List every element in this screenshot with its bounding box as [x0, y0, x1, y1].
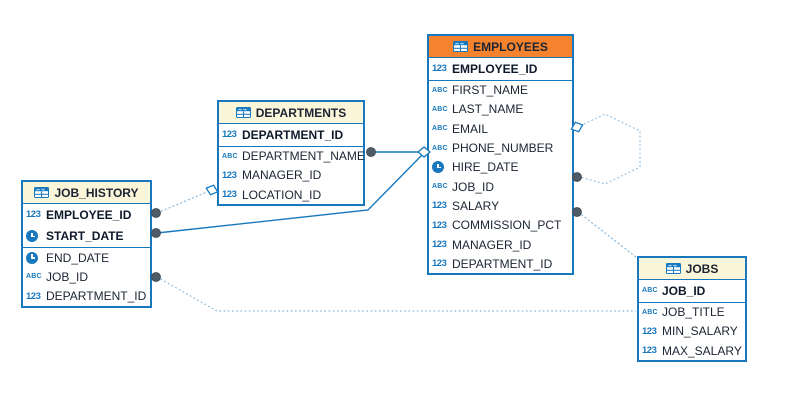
123-icon: 123 — [26, 290, 41, 302]
column-row[interactable]: 123 DEPARTMENT_ID — [219, 124, 363, 146]
column-row[interactable]: ABC JOB_ID — [639, 280, 745, 302]
table-title: DEPARTMENTS — [255, 105, 347, 120]
relationship-line-employees-self-reference[interactable] — [579, 113, 641, 185]
column-name: HIRE_DATE — [452, 160, 519, 175]
column-name: LAST_NAME — [452, 102, 524, 117]
column-row[interactable]: 123 MANAGER_ID — [429, 235, 572, 254]
column-name: JOB_TITLE — [662, 305, 725, 320]
column-row[interactable]: START_DATE — [23, 226, 150, 248]
column-name: MANAGER_ID — [452, 237, 532, 252]
clock-icon — [26, 251, 46, 264]
123-icon: 123 — [642, 345, 657, 357]
column-name: DEPARTMENT_ID — [242, 127, 344, 142]
123-icon: 123 — [26, 209, 41, 221]
table-header[interactable]: JOBS — [639, 258, 745, 280]
123-icon: 123 — [222, 129, 237, 141]
table-icon — [235, 107, 251, 118]
column-row[interactable]: ABC DEPARTMENT_NAME — [219, 147, 365, 166]
abc-icon: ABC — [432, 86, 448, 94]
column-name: EMPLOYEE_ID — [46, 207, 132, 222]
column-name: JOB_ID — [452, 179, 495, 194]
123-icon: 123 — [432, 63, 447, 75]
column-name: MANAGER_ID — [242, 168, 322, 183]
table-employees[interactable]: EMPLOYEES 123 EMPLOYEE_ID ABC FIRST_NAME… — [427, 34, 574, 276]
column-name: START_DATE — [46, 229, 124, 244]
column-name: JOB_ID — [46, 269, 89, 284]
table-header[interactable]: JOB_HISTORY — [23, 182, 150, 204]
abc-icon: ABC — [642, 308, 658, 316]
column-name: COMMISSION_PCT — [452, 218, 562, 233]
abc-icon: ABC — [432, 105, 448, 113]
column-row[interactable]: 123 MAX_SALARY — [639, 341, 745, 360]
column-row[interactable]: ABC PHONE_NUMBER — [429, 138, 572, 157]
column-name: DEPARTMENT_NAME — [242, 149, 365, 164]
column-row[interactable]: ABC LAST_NAME — [429, 100, 572, 119]
abc-icon: ABC — [432, 183, 448, 191]
column-name: PHONE_NUMBER — [452, 141, 554, 156]
column-row[interactable]: 123 SALARY — [429, 196, 572, 215]
table-icon — [453, 41, 469, 52]
clock-icon — [432, 161, 452, 174]
column-name: SALARY — [452, 198, 500, 213]
column-row[interactable]: 123 MIN_SALARY — [639, 322, 745, 341]
endpoint-circle — [151, 208, 161, 218]
column-row[interactable]: END_DATE — [23, 248, 150, 267]
relationship-line-employees-jobs[interactable] — [577, 211, 637, 258]
table-departments[interactable]: DEPARTMENTS 123 DEPARTMENT_ID ABC DEPART… — [217, 100, 365, 207]
column-name: DEPARTMENT_ID — [452, 256, 553, 271]
column-name: FIRST_NAME — [452, 83, 529, 98]
column-name: JOB_ID — [662, 283, 706, 298]
column-name: DEPARTMENT_ID — [46, 289, 147, 304]
column-row[interactable]: ABC EMAIL — [429, 119, 572, 138]
endpoint-circle — [366, 147, 376, 157]
table-jobs[interactable]: JOBS ABC JOB_ID ABC JOB_TITLE 123 MIN_SA… — [637, 256, 747, 363]
abc-icon: ABC — [432, 125, 448, 133]
table-icon — [34, 187, 50, 198]
123-icon: 123 — [222, 189, 237, 201]
relationship-line-job-history-departments[interactable] — [156, 191, 208, 214]
abc-icon: ABC — [222, 152, 238, 160]
column-name: LOCATION_ID — [242, 187, 322, 202]
123-icon: 123 — [222, 169, 237, 181]
table-header[interactable]: EMPLOYEES — [429, 36, 572, 58]
table-icon — [665, 263, 681, 274]
column-name: MAX_SALARY — [662, 343, 742, 358]
table-title: JOB_HISTORY — [54, 185, 139, 200]
endpoint-circle — [151, 272, 161, 282]
column-name: END_DATE — [46, 250, 110, 265]
column-row[interactable]: ABC JOB_ID — [23, 267, 150, 286]
column-name: MIN_SALARY — [662, 324, 738, 339]
abc-icon: ABC — [642, 287, 658, 295]
column-row[interactable]: HIRE_DATE — [429, 158, 572, 177]
relationship-line-job-history-jobs[interactable] — [156, 276, 636, 312]
123-icon: 123 — [432, 200, 447, 212]
column-row[interactable]: 123 DEPARTMENT_ID — [23, 287, 150, 306]
123-icon: 123 — [432, 219, 447, 231]
endpoint-circle — [151, 228, 161, 238]
clock-icon — [26, 230, 46, 243]
column-row[interactable]: 123 MANAGER_ID — [219, 166, 363, 185]
abc-icon: ABC — [432, 144, 448, 152]
column-row[interactable]: 123 DEPARTMENT_ID — [429, 254, 572, 273]
column-row[interactable]: 123 COMMISSION_PCT — [429, 216, 572, 235]
123-icon: 123 — [432, 239, 447, 251]
table-job-history[interactable]: JOB_HISTORY 123 EMPLOYEE_ID START_DATE E… — [21, 180, 152, 308]
123-icon: 123 — [642, 325, 657, 337]
column-row[interactable]: ABC JOB_TITLE — [639, 303, 745, 322]
table-title: EMPLOYEES — [473, 39, 548, 54]
column-row[interactable]: 123 EMPLOYEE_ID — [23, 204, 150, 226]
table-header[interactable]: DEPARTMENTS — [219, 102, 363, 124]
column-name: EMAIL — [452, 121, 489, 136]
abc-icon: ABC — [26, 273, 42, 281]
column-row[interactable]: ABC JOB_ID — [429, 177, 572, 196]
123-icon: 123 — [432, 258, 447, 270]
column-row[interactable]: 123 EMPLOYEE_ID — [429, 58, 572, 80]
column-row[interactable]: ABC FIRST_NAME — [429, 81, 572, 100]
column-row[interactable]: 123 LOCATION_ID — [219, 185, 363, 204]
column-name: EMPLOYEE_ID — [452, 61, 538, 76]
table-title: JOBS — [685, 261, 719, 276]
